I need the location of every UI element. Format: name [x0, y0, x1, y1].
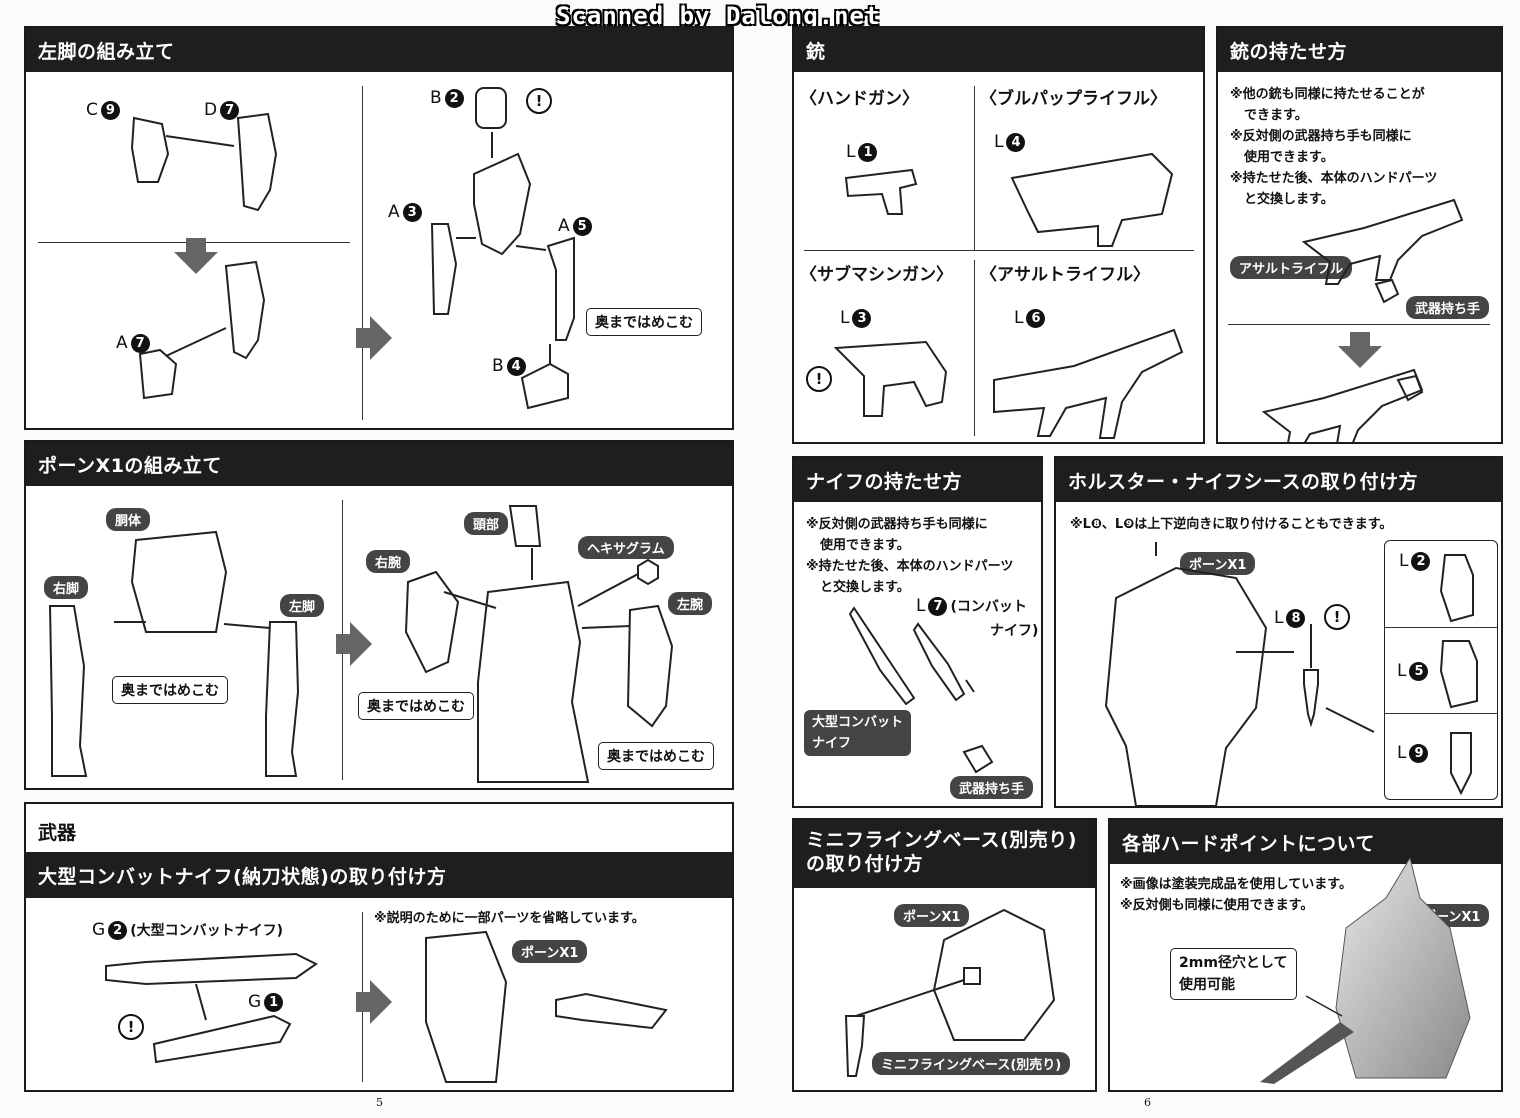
step-arrow-down: [174, 238, 218, 274]
section-title: 各部ハードポイントについて: [1110, 820, 1501, 864]
label-assault-rifle: 〈アサルトライフル〉: [980, 265, 1150, 285]
combat-knife-sheath-illustration: [105, 930, 668, 1083]
section-holster: ホルスター・ナイフシースの取り付け方 ※L❽、L❾は上下逆向きに取り付けることも…: [1054, 456, 1503, 808]
label-pawn-x1: ポーンX1: [894, 904, 970, 927]
label-mini-flying-base: ミニフライングベース(別売り): [872, 1052, 1071, 1075]
step-arrow-right: [336, 622, 372, 666]
label-torso: 胴体: [106, 508, 151, 531]
caution-icon: !: [806, 366, 832, 392]
scanner-watermark: Scanned by Dalong.net: [556, 2, 881, 30]
section-guns: 銃 〈ハンドガン〉 〈ブルパップライフル〉 〈サブマシンガン〉 〈アサルトライフ…: [792, 26, 1205, 444]
label-left-leg: 左脚: [280, 594, 325, 617]
section-subtitle: 大型コンバットナイフ(納刀状態)の取り付け方: [26, 852, 732, 898]
label-right-arm: 右腕: [366, 550, 411, 573]
holster-illustration: [1104, 542, 1375, 806]
label-large-combat-knife: 大型コンバットナイフ: [804, 710, 912, 756]
divider: [1385, 627, 1497, 628]
callout-press-in-b: 奥まではめこむ: [358, 692, 474, 720]
section-hardpoints: 各部ハードポイントについて ※画像は塗装完成品を使用しています。 ※反対側も同様…: [1108, 818, 1503, 1092]
note-parts-omitted: ※説明のために一部パーツを省略しています。: [374, 911, 645, 926]
section-title: 銃の持たせ方: [1218, 28, 1501, 72]
page-number-right: 6: [1144, 1096, 1151, 1109]
knife-hold-illustration: [848, 606, 994, 774]
note-holster: ※L❽、L❾は上下逆向きに取り付けることもできます。: [1070, 517, 1393, 532]
section-title: ポーンX1の組み立て: [26, 442, 732, 486]
pawn-assembly-illustration: [48, 505, 674, 783]
label-right-leg: 右脚: [44, 576, 89, 599]
section-title: ホルスター・ナイフシースの取り付け方: [1056, 458, 1501, 502]
label-hexagram: ヘキサグラム: [578, 536, 674, 559]
divider: [974, 86, 975, 250]
notes-hardpoints: ※画像は塗装完成品を使用しています。 ※反対側も同様に使用できます。: [1120, 877, 1352, 913]
notes-gun-hold: ※他の銃も同様に持たせることが できます。 ※反対側の武器持ち手も同様に 使用で…: [1230, 87, 1438, 207]
section-title: 左脚の組み立て: [26, 28, 732, 72]
section-title: ミニフライングベース(別売り) の取り付け方: [794, 820, 1095, 888]
label-bullpup-rifle: 〈ブルパップライフル〉: [980, 89, 1167, 109]
holster-parts-illustration: [1439, 554, 1478, 796]
divider: [362, 86, 363, 420]
label-left-arm: 左腕: [668, 592, 713, 615]
divider: [974, 260, 975, 436]
title-line-1: ミニフライングベース(別売り): [806, 829, 1077, 851]
guns-illustration: [833, 152, 1184, 439]
title-line-2: の取り付け方: [806, 853, 924, 875]
caution-icon: !: [526, 88, 552, 114]
callout-press-in-c: 奥まではめこむ: [598, 742, 714, 770]
label-head: 頭部: [464, 512, 509, 535]
label-submachine-gun: 〈サブマシンガン〉: [800, 265, 953, 285]
label-pawn-x1: ポーンX1: [1180, 552, 1256, 575]
section-title: 武器: [38, 822, 77, 844]
step-arrow-right: [356, 980, 392, 1024]
divider: [1228, 324, 1490, 325]
gun-hold-illustration: [1261, 198, 1464, 442]
divider: [1385, 713, 1497, 714]
label-weapon-hand: 武器持ち手: [1406, 296, 1490, 319]
flying-base-illustration: [844, 908, 1056, 1077]
notes-knife-hold: ※反対側の武器持ち手も同様に 使用できます。 ※持たせた後、本体のハンドパーツ …: [806, 517, 1014, 595]
divider: [804, 250, 1194, 251]
label-handgun: 〈ハンドガン〉: [800, 89, 919, 109]
step-arrow-down: [1338, 332, 1382, 368]
label-assault-rifle: アサルトライフル: [1230, 256, 1353, 279]
label-weapon-hand: 武器持ち手: [950, 776, 1034, 799]
label-pawn-x1: ポーンX1: [512, 940, 588, 963]
callout-press-in-a: 奥まではめこむ: [112, 676, 228, 704]
l7-desc-continued: ナイフ): [990, 623, 1039, 639]
section-gun-hold: 銃の持たせ方 ※他の銃も同様に持たせることが できます。 ※反対側の武器持ち手も…: [1216, 26, 1503, 444]
section-flying-base: ミニフライングベース(別売り) の取り付け方 ポーンX1 ミニフライングベース(…: [792, 818, 1097, 1092]
caution-icon: !: [1324, 604, 1350, 630]
section-pawn-assembly: ポーンX1の組み立て 胴体 右脚 左脚 頭部 右腕 ヘキサグラム 左腕 奥までは…: [24, 440, 734, 790]
callout-2mm-hole: 2mm径穴として 使用可能: [1170, 948, 1297, 1000]
caution-icon: !: [118, 1014, 144, 1040]
section-title: ナイフの持たせ方: [794, 458, 1041, 502]
section-knife-hold: ナイフの持たせ方 ※反対側の武器持ち手も同様に 使用できます。 ※持たせた後、本…: [792, 456, 1043, 808]
section-title: 銃: [794, 28, 1203, 72]
page-number-left: 5: [376, 1096, 383, 1109]
leg-parts-illustration: [130, 87, 575, 410]
callout-press-in: 奥まではめこむ: [586, 308, 702, 336]
step-arrow-right: [356, 316, 392, 360]
hardpoint-photo: [1260, 856, 1471, 1084]
